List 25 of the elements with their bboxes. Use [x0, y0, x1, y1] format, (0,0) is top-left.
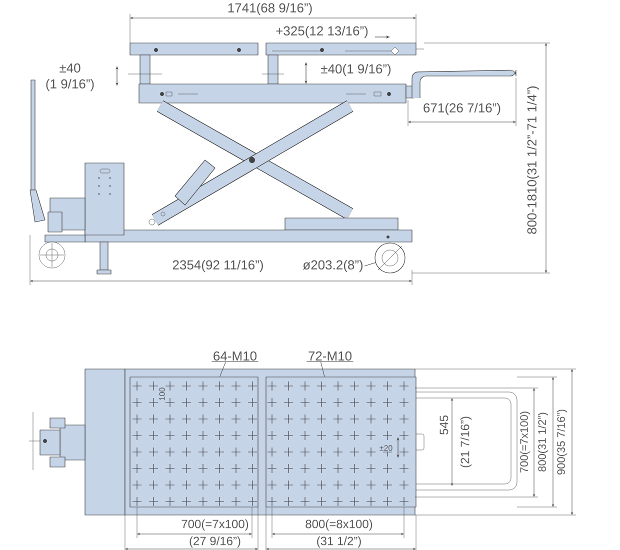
dimension-label: (21 7/16”) — [460, 415, 472, 469]
table-plate — [130, 376, 258, 508]
dimension-label: (27 9/16”) — [188, 536, 242, 548]
dimension-label: (1 9/16”) — [44, 78, 96, 92]
dimension-label: (31 1/2”) — [316, 536, 362, 548]
callout-text: 64-M10 — [212, 350, 258, 362]
dimension-label: 545 — [439, 414, 449, 436]
callout-text: 72-M10 — [306, 350, 354, 362]
dimension-label: 800(31 1/2”) — [537, 411, 549, 473]
dimension-label: 1741(68 9/16”) — [226, 2, 314, 16]
dimension-label: ±40(1 9/16”) — [320, 63, 392, 77]
dimension-label: ±40 — [58, 62, 82, 74]
dimension-label: +325(12 13/16”) — [274, 25, 370, 39]
callout-text: ø203.2(8”) — [302, 258, 364, 274]
dimension-label: 900(35 7/16”) — [556, 408, 568, 476]
leader-line — [306, 362, 354, 377]
dimension-label: 671(26 7/16”) — [422, 102, 502, 116]
table-plate — [266, 376, 416, 508]
dimension-label: 700(=7x100) — [519, 410, 531, 474]
dimension-label: 2354(92 11/16”) — [171, 259, 265, 273]
dimension-label: 800-1810(31 1/2”-71 1/4”) — [526, 84, 540, 236]
leader-line — [364, 262, 376, 266]
dimension-label: 800(=8x100) — [304, 518, 374, 532]
dimension-label: 700(=7x100) — [180, 518, 250, 532]
leader-line — [212, 362, 258, 377]
